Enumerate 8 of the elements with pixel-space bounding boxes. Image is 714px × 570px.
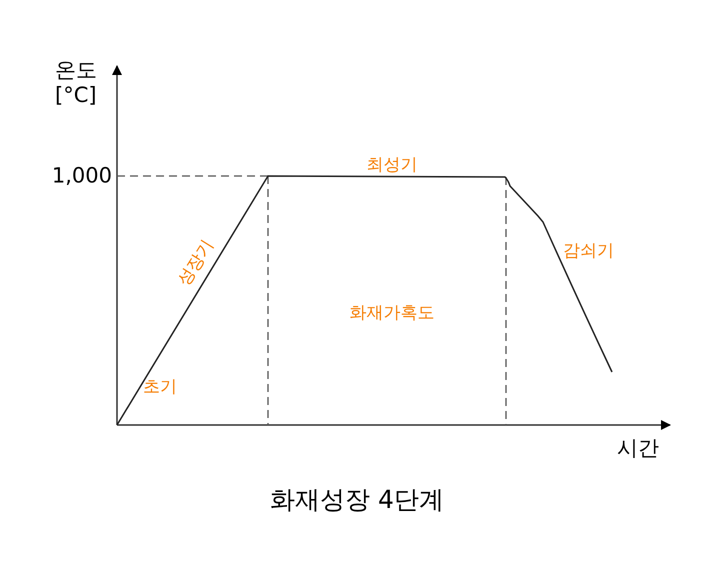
axis-title: 시간	[617, 436, 659, 462]
axis-title: 온도 [°C]	[55, 58, 98, 108]
stage-label: 최성기	[366, 154, 418, 176]
stage-label: 초기	[143, 377, 177, 398]
area-label: 화재가혹도	[350, 302, 434, 324]
caption: 화재성장 4단계	[270, 485, 444, 515]
tick-label: 1,000	[52, 163, 112, 189]
stage-label: 감쇠기	[563, 241, 614, 262]
